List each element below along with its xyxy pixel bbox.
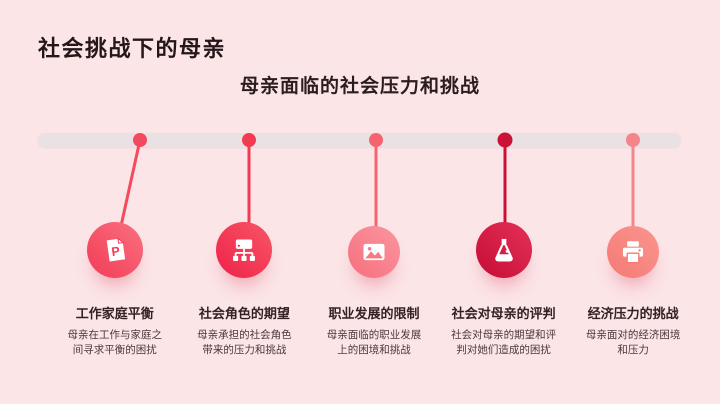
milestone-circle: P (86, 222, 143, 278)
milestone-title: 经济压力的挑战 (587, 306, 679, 321)
milestone-desc: 母亲面临的职业发展上的困境和挑战 (326, 329, 422, 356)
timeline-bar (38, 133, 681, 147)
flask-icon (494, 238, 513, 262)
milestone-desc: 社会对母亲的期望和评判对她们造成的困扰 (451, 329, 557, 356)
milestone-circle (347, 226, 400, 278)
milestone-social-role: 社会角色的期望 母亲承担的社会角色带来的压力和挑战 (180, 0, 310, 404)
milestone-circle (475, 222, 532, 278)
document-p-icon: P (106, 237, 125, 262)
milestone-desc: 母亲面对的经济困境和压力 (585, 329, 681, 356)
milestone-row: P 工作家庭平衡 母亲在工作与家庭之间寻求平衡的困扰 社会角色的期望 母亲承担的… (50, 0, 698, 404)
slide-title: 社会挑战下的母亲 (38, 36, 227, 61)
timeline-dot (497, 132, 513, 148)
timeline-stem (119, 139, 142, 227)
timeline-dot (369, 133, 383, 147)
milestone-desc: 母亲在工作与家庭之间寻求平衡的困扰 (67, 329, 163, 356)
milestone-circle (216, 222, 273, 278)
milestone-title: 社会角色的期望 (198, 306, 290, 321)
svg-text:P: P (110, 244, 120, 259)
milestone-circle (607, 226, 660, 278)
milestone-title: 职业发展的限制 (328, 306, 420, 321)
milestone-title: 工作家庭平衡 (75, 306, 154, 321)
timeline-dot (242, 133, 256, 147)
timeline-dot (626, 133, 640, 147)
image-icon (363, 243, 385, 261)
milestone-work-family: P 工作家庭平衡 母亲在工作与家庭之间寻求平衡的困扰 (50, 0, 180, 404)
slide-subtitle: 母亲面临的社会压力和挑战 (239, 76, 480, 97)
milestone-economic-pressure: 经济压力的挑战 母亲面对的经济困境和压力 (568, 0, 698, 404)
timeline-dot (133, 133, 147, 147)
milestone-career-limit: 职业发展的限制 母亲面临的职业发展上的困境和挑战 (309, 0, 439, 404)
org-chart-icon (233, 239, 256, 261)
milestone-social-judgement: 社会对母亲的评判 社会对母亲的期望和评判对她们造成的困扰 (439, 0, 569, 404)
printer-icon (623, 241, 644, 264)
milestone-desc: 母亲承担的社会角色带来的压力和挑战 (197, 329, 292, 356)
milestone-title: 社会对母亲的评判 (451, 306, 556, 321)
